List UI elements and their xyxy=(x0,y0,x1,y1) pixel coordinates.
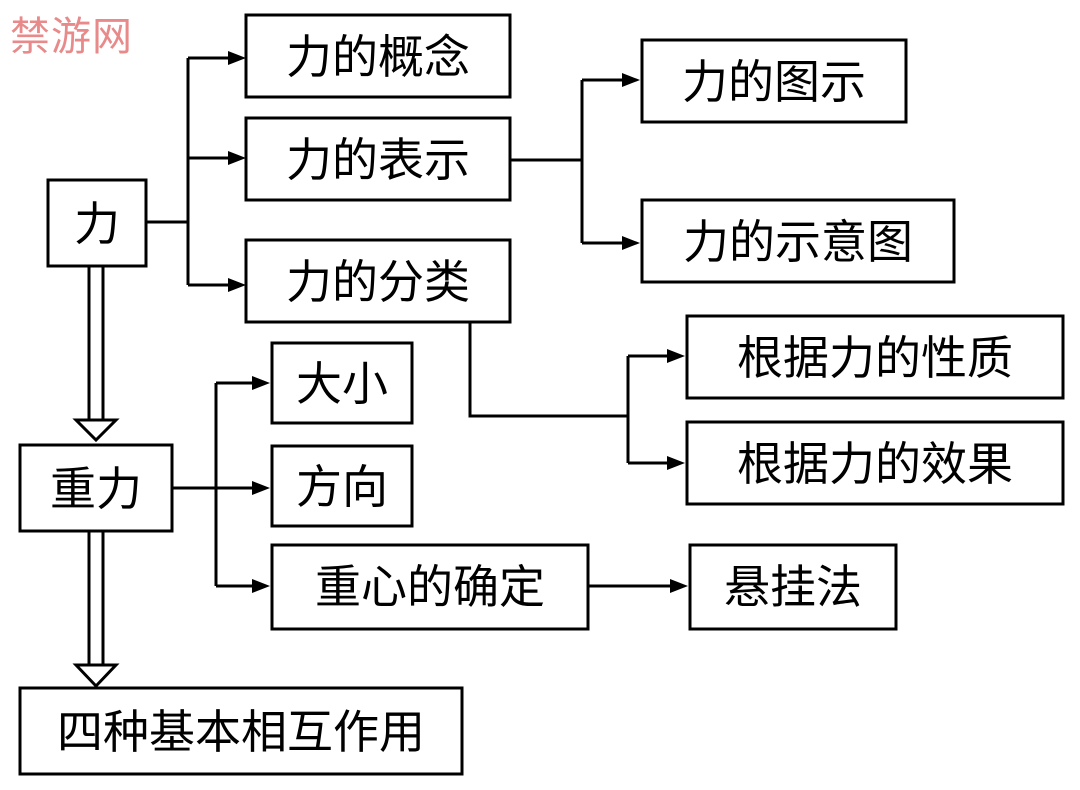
node-sizhong: 四种基本相互作用 xyxy=(18,686,464,776)
arrow-zhongli-daxiao xyxy=(252,376,270,390)
edge-zhongli-trunk xyxy=(172,383,218,586)
arrow-fenlei-xiaoguo xyxy=(667,456,685,470)
node-genju-xiaoguo: 根据力的效果 xyxy=(685,420,1065,506)
arrow-biaoshi-shiyitu xyxy=(622,236,640,250)
double-arrow-zhongli-sizhong xyxy=(72,531,120,689)
node-zhongli: 重力 xyxy=(18,443,174,533)
node-fangxiang: 方向 xyxy=(270,444,414,528)
arrow-zhongxin-xuanguafa xyxy=(670,579,688,593)
node-genju-xingzhi: 根据力的性质 xyxy=(685,314,1065,400)
node-li-de-fenlei: 力的分类 xyxy=(244,238,512,324)
arrow-li-biaoshi xyxy=(228,151,246,165)
watermark-text: 禁游网 xyxy=(10,14,133,60)
arrow-zhongli-zhongxin xyxy=(252,579,270,593)
node-xuanguafa: 悬挂法 xyxy=(688,543,898,631)
edge-li-trunk xyxy=(146,58,190,285)
node-li-de-biaoshi: 力的表示 xyxy=(244,116,512,202)
node-li-de-tushi: 力的图示 xyxy=(640,38,908,124)
node-xuanguafa-label: 悬挂法 xyxy=(724,560,862,614)
arrow-li-fenlei xyxy=(228,278,246,292)
arrow-biaoshi-tushi xyxy=(622,73,640,87)
node-li-de-tushi-label: 力的图示 xyxy=(682,55,866,109)
node-li-de-shiyitu: 力的示意图 xyxy=(640,198,956,284)
arrow-li-gainian xyxy=(228,51,246,65)
node-zhongxin-queding: 重心的确定 xyxy=(270,543,590,631)
node-li-de-shiyitu-label: 力的示意图 xyxy=(683,215,913,269)
node-li-de-fenlei-label: 力的分类 xyxy=(286,255,470,309)
node-daxiao: 大小 xyxy=(270,341,414,425)
node-li-de-biaoshi-label: 力的表示 xyxy=(286,133,470,187)
edge-biaoshi-trunk xyxy=(510,80,584,243)
node-zhongxin-queding-label: 重心的确定 xyxy=(315,560,545,614)
node-zhongli-label: 重力 xyxy=(50,462,142,516)
node-li: 力 xyxy=(46,178,148,268)
edge-fenlei-trunk xyxy=(468,320,630,463)
arrow-fenlei-xingzhi xyxy=(667,349,685,363)
node-genju-xiaoguo-label: 根据力的效果 xyxy=(737,437,1013,491)
node-sizhong-label: 四种基本相互作用 xyxy=(57,705,425,759)
node-genju-xingzhi-label: 根据力的性质 xyxy=(737,331,1013,385)
node-fangxiang-label: 方向 xyxy=(296,460,388,514)
node-li-label: 力 xyxy=(74,197,120,251)
node-li-de-gainian: 力的概念 xyxy=(244,13,512,99)
arrow-zhongli-fangxiang xyxy=(252,481,270,495)
node-li-de-gainian-label: 力的概念 xyxy=(286,30,470,84)
double-arrow-li-zhongli xyxy=(72,266,120,443)
node-daxiao-label: 大小 xyxy=(296,357,388,411)
